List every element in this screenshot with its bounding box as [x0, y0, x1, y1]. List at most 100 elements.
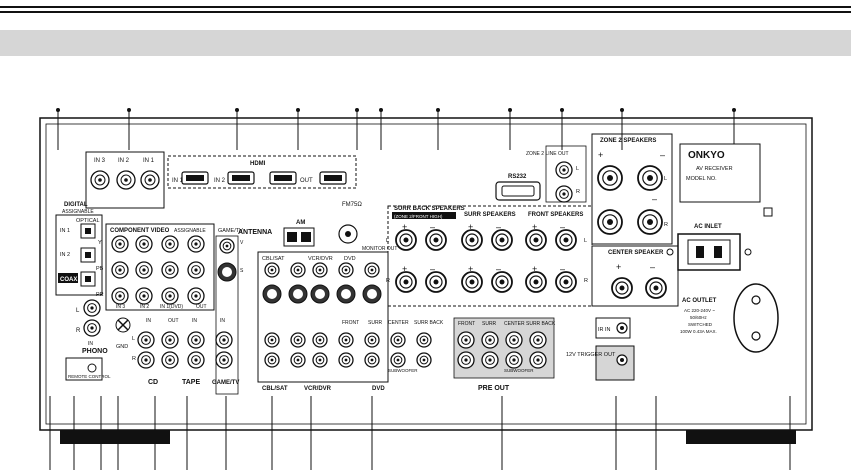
pre-out-front-label: FRONT [458, 321, 475, 327]
top-rule-1 [0, 6, 851, 8]
rca-jack-43 [364, 352, 380, 368]
rca-jack-pin-11 [194, 242, 198, 246]
hdmi-port-in3 [269, 171, 297, 185]
rca-jack-9 [135, 235, 153, 253]
rca-jack-30 [290, 262, 306, 278]
rca-jack-16 [111, 287, 129, 305]
rca-jack-pin-37 [344, 338, 348, 342]
coax-label: COAX [60, 277, 77, 283]
audio-l-label: L [132, 336, 135, 342]
center-speaker-label: CENTER SPEAKER [608, 250, 664, 256]
spk-minus-5: – [496, 264, 501, 274]
s-video-jack-face-5 [341, 289, 351, 299]
binding-post-center-18 [653, 285, 659, 291]
rca-jack-37 [338, 332, 354, 348]
rca-jack-6 [83, 299, 101, 317]
component-in3-label: IN 3 [116, 304, 125, 310]
spk-l-label: L [386, 238, 389, 244]
rca-jack-pin-6 [90, 306, 94, 310]
rca-jack-pin-46 [422, 338, 426, 342]
spk-minus-1: – [430, 222, 435, 232]
binding-post-center-14 [647, 175, 653, 181]
rca-jack-10 [161, 235, 179, 253]
phono-l-label: L [76, 308, 80, 314]
binding-post-13 [597, 165, 623, 191]
remote-control-jack [87, 363, 97, 373]
center-speaker-group [591, 245, 679, 307]
rca-jack-45 [390, 352, 406, 368]
hdmi-out-label: OUT [300, 178, 313, 184]
rca-jack-pin-1 [98, 178, 102, 182]
s-video-jack-6 [362, 284, 382, 304]
rca-jack-49 [481, 331, 499, 349]
rca-jack-13 [135, 261, 153, 279]
binding-post-10 [525, 271, 547, 293]
audio-in-label-game: IN [220, 318, 225, 324]
front-spk-r-label: R [584, 278, 588, 284]
surr-in-label: SURR [368, 320, 383, 326]
component-video-label: COMPONENT VIDEO [110, 228, 170, 234]
ac-outlet-spec-2: 50/60Hz [690, 315, 708, 320]
component-in1-label: IN 1(DVD) [160, 304, 183, 310]
rca-jack-pin-33 [370, 268, 374, 272]
optical-in1-label: IN 1 [60, 228, 70, 234]
game-tv-top-label: GAME/TV [218, 228, 243, 234]
rca-jack-pin-4 [562, 168, 566, 172]
zone2-minus-mid: – [652, 194, 657, 204]
rca-jack-pin-22 [168, 338, 172, 342]
rca-jack-pin-30 [296, 268, 300, 272]
s-video-jack-5 [336, 284, 356, 304]
coax-badge [58, 273, 78, 283]
game-tv-s-label: S [240, 268, 244, 274]
binding-post-center-17 [619, 285, 625, 291]
rca-jack-pin-25 [144, 358, 148, 362]
monitor-out-label: MONITOR OUT [362, 246, 397, 252]
rca-jack-pin-38 [370, 338, 374, 342]
binding-post-3 [425, 229, 447, 251]
rca-jack-29 [264, 262, 280, 278]
rca-jack-pin-53 [488, 358, 492, 362]
binding-post-center-1 [403, 237, 409, 243]
front-in-label: FRONT [342, 320, 359, 326]
rca-jack-54 [505, 351, 523, 369]
ac-outlet-label: AC OUTLET [682, 298, 717, 304]
rca-jack-pin-9 [142, 242, 146, 246]
model-plate [679, 143, 761, 203]
rca-jack-3 [140, 170, 160, 190]
rca-jack-7 [83, 319, 101, 337]
rca-jack-47 [416, 352, 432, 368]
spk-minus-6: – [560, 264, 565, 274]
spk-plus-1: + [402, 222, 407, 232]
leader-top-dot-4 [296, 108, 300, 112]
rca-jack-pin-19 [194, 294, 198, 298]
leader-top-dot-6 [379, 108, 383, 112]
s-video-jack-face-3 [293, 289, 303, 299]
zone2-line-l-label: L [576, 166, 579, 172]
phono-r-label: R [76, 328, 81, 334]
rca-jack-34 [264, 332, 280, 348]
rs232-label: RS232 [508, 174, 527, 180]
rca-jack-pin-49 [488, 338, 492, 342]
rca-jack-pin-27 [194, 358, 198, 362]
rca-jack-4 [555, 161, 573, 179]
component-y-label: Y [98, 240, 102, 246]
rca-jack-39 [264, 352, 280, 368]
am-label: AM [296, 220, 305, 226]
rca-jack-21 [137, 331, 155, 349]
rca-jack-pin-29 [270, 268, 274, 272]
s-video-jack-face-4 [315, 289, 325, 299]
rca-jack-44 [390, 332, 406, 348]
hdmi-port-in1 [181, 171, 209, 185]
plate-square [763, 207, 773, 217]
rca-jack-14 [161, 261, 179, 279]
optical-port-in1 [80, 223, 96, 239]
rca-jack-pin-52 [464, 358, 468, 362]
speaker-terminals-group [387, 205, 593, 307]
foot-right [686, 430, 796, 444]
antenna-label: ANTENNA [238, 229, 272, 236]
surr-back-speakers-label: SURR BACK SPEAKERS [394, 206, 465, 212]
s-video-jack-3 [288, 284, 308, 304]
binding-post-11 [555, 229, 577, 251]
zone2-line-out-label: ZONE 2 LINE OUT [526, 151, 569, 157]
s-video-jack-2 [262, 284, 282, 304]
